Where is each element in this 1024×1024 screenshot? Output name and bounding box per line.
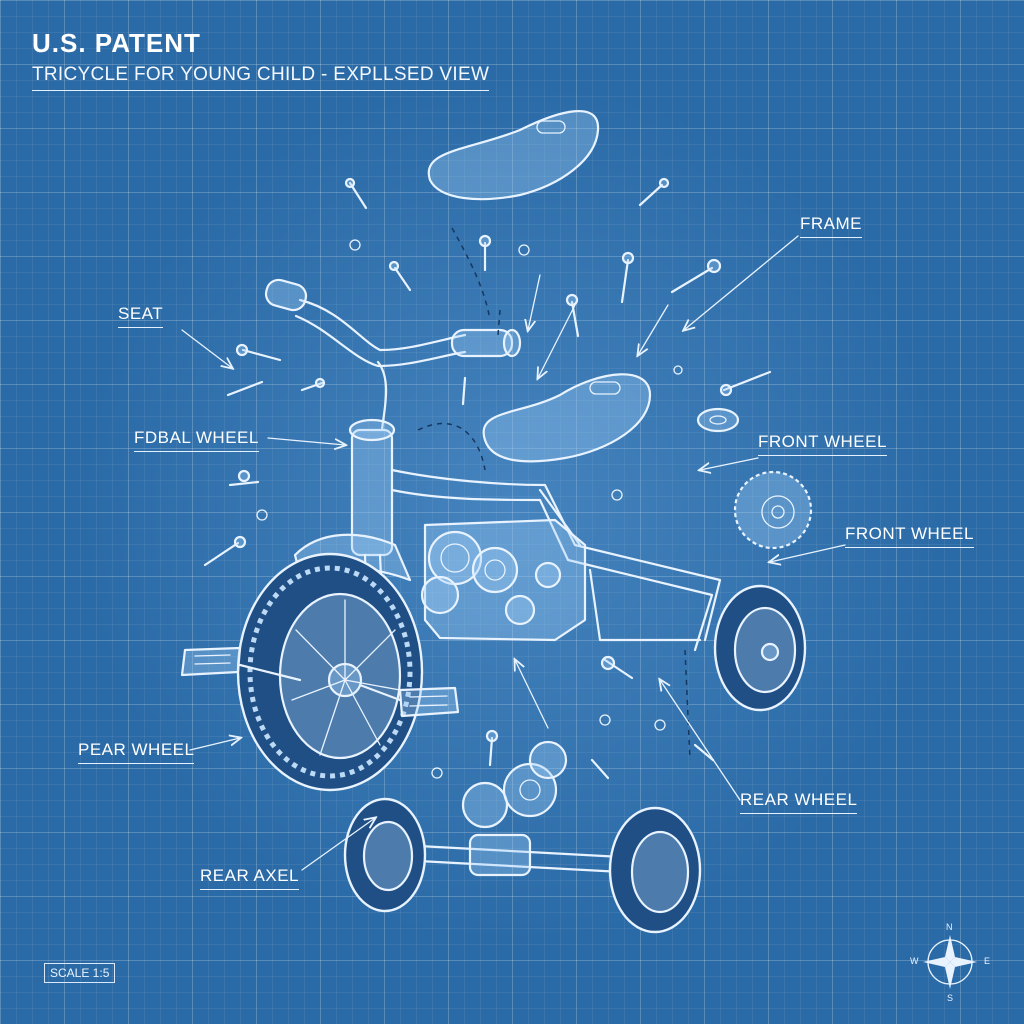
callout-rear-axel: REAR AXEL — [200, 866, 299, 890]
callout-front-wheel-1: FRONT WHEEL — [758, 432, 887, 456]
rear-axle-assembly — [343, 740, 702, 934]
callout-frame: FRAME — [800, 214, 862, 238]
compass-e-label: E — [984, 956, 991, 966]
spare-seat — [427, 109, 600, 201]
leader-arrows — [181, 235, 846, 871]
seat — [482, 373, 652, 463]
callout-seat: SEAT — [118, 304, 164, 328]
gearbox — [420, 518, 587, 642]
compass-w-label: W — [910, 956, 919, 966]
callout-pear-wheel: PEAR WHEEL — [78, 740, 195, 764]
sprocket — [733, 470, 813, 550]
patent-title: U.S. PATENT — [32, 28, 201, 58]
callout-fdbal-wheel: FDBAL WHEEL — [134, 428, 259, 452]
callout-rear-wheel: REAR WHEEL — [740, 790, 858, 814]
bearing-ring — [696, 407, 740, 433]
callout-front-wheel-2: FRONT WHEEL — [845, 524, 974, 548]
compass-rose — [923, 935, 977, 989]
bolts — [203, 177, 772, 780]
side-wheel-right — [713, 584, 807, 712]
scale-box: SCALE 1:5 — [44, 963, 116, 983]
compass-s-label: S — [947, 993, 954, 1003]
assembly-dash-lines — [417, 227, 691, 761]
pedals — [180, 646, 460, 718]
patent-subtitle: TRICYCLE FOR YOUNG CHILD - EXPLLSED VIEW — [32, 64, 490, 91]
compass-n-label: N — [946, 922, 953, 932]
handlebar — [264, 278, 522, 432]
